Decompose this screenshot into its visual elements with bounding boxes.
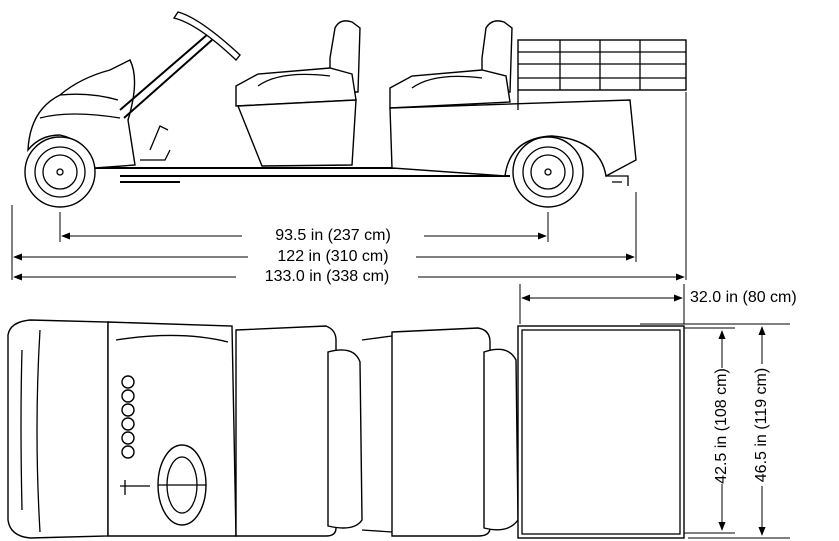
- bed-width-outer-label: 46.5 in (119 cm): [753, 368, 770, 482]
- steering-wheel-top: [157, 444, 207, 526]
- front-wheel: [24, 136, 96, 208]
- rear-wheel: [512, 136, 584, 208]
- steering-wheel: [172, 11, 241, 62]
- rear-hitch: [606, 175, 629, 186]
- top-dimensions: 32.0 in (80 cm) 42.5 in (108 cm) 46.5 in…: [519, 284, 797, 539]
- control-knobs: [121, 375, 135, 459]
- rear-seat-cushion: [389, 69, 511, 109]
- rear-body: [389, 99, 637, 178]
- rear-seat-top: [391, 327, 491, 537]
- bed-length-label: 32.0 in (80 cm): [690, 289, 797, 306]
- length-mid-label: 122 in (310 cm): [277, 248, 388, 265]
- front-seat-backrest-top: [327, 349, 363, 529]
- front-nose: [7, 319, 109, 539]
- mid-frame: [361, 335, 393, 533]
- top-view: [7, 319, 685, 539]
- cargo-rack: [517, 39, 687, 110]
- front-seat-top: [235, 325, 337, 537]
- front-seat-cushion: [235, 67, 357, 107]
- front-seat-base: [236, 99, 357, 167]
- side-dimensions: 93.5 in (237 cm) 122 in (310 cm) 133.0 i…: [11, 92, 687, 285]
- side-view: [24, 11, 687, 208]
- wheelbase-label: 93.5 in (237 cm): [275, 227, 391, 244]
- rear-seat-backrest-top: [483, 348, 519, 531]
- pedal: [140, 125, 171, 161]
- steering-column: [119, 33, 213, 119]
- bed-width-inner-label: 42.5 in (108 cm): [713, 368, 730, 484]
- overall-length-label: 133.0 in (338 cm): [265, 268, 390, 285]
- cargo-bed-top: [517, 325, 685, 539]
